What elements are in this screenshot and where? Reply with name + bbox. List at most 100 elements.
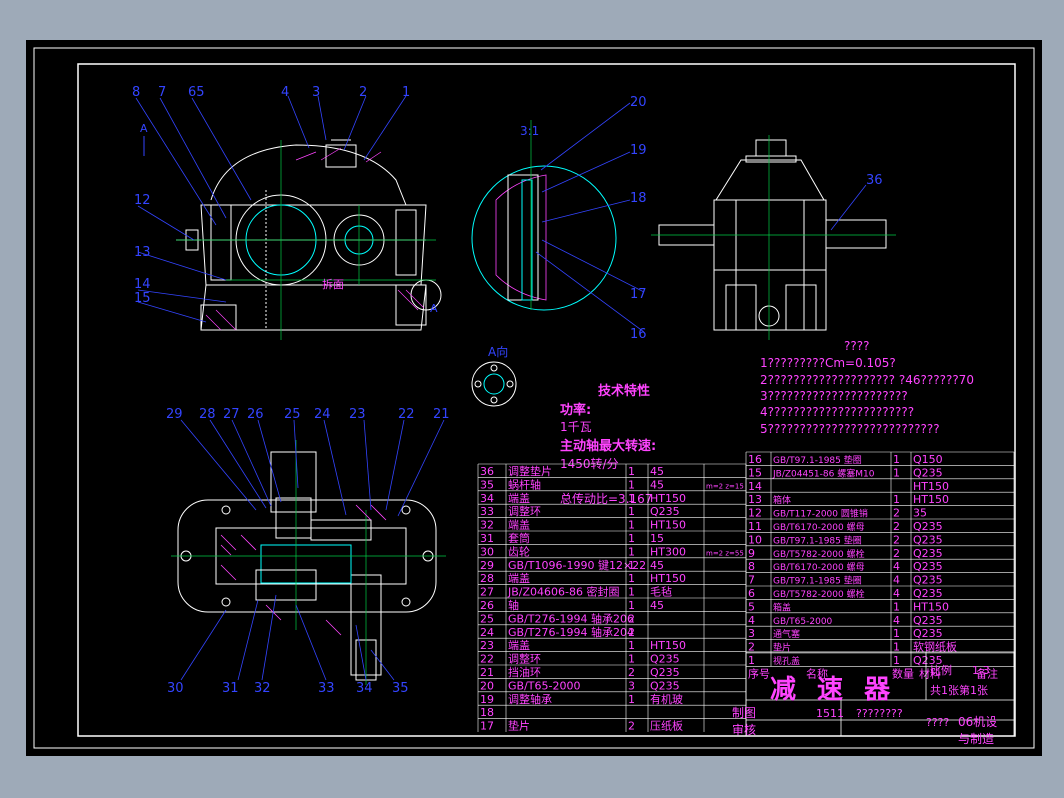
note-line-5: 5??????????????????????????? [760, 422, 940, 436]
bom-left-cell: 调整环 [508, 504, 541, 518]
bom-right-cell: 箱盖 [773, 601, 791, 613]
bom-left-cell: 1 [628, 559, 635, 572]
bom-right-cell: 箱体 [773, 494, 791, 506]
bom-left-cell: 2 [628, 720, 635, 733]
bom-left-cell: 23 [480, 639, 494, 652]
callout-31: 31 [222, 681, 239, 696]
callout-19: 19 [630, 143, 647, 158]
bom-left-cell: 1 [628, 653, 635, 666]
unit-name-2: 与制造 [958, 732, 994, 746]
bom-right-cell: 1 [893, 641, 900, 654]
bom-left-cell: m=2 z=15 [706, 482, 744, 490]
bom-right-cell: 4 [893, 560, 900, 573]
a-view: A向 [471, 344, 517, 407]
drawing-title: 减 速 器 [770, 675, 896, 705]
bom-left-cell: 3 [628, 679, 635, 692]
bom-right-cell: 13 [748, 493, 762, 506]
bom-right-cell: 4 [748, 614, 755, 627]
bom-left-cell: 垫片 [508, 719, 530, 733]
bom-left-cell: HT150 [650, 519, 686, 532]
bom-right-cell: 14 [748, 480, 762, 493]
callout-36: 36 [866, 173, 883, 188]
bom-left-cell: 调整环 [508, 652, 541, 666]
front-view [176, 139, 442, 331]
side-view-centerlines [651, 135, 896, 340]
front-callout-leaders [135, 95, 407, 323]
bom-header-name: 名称 [806, 666, 828, 680]
bom-left-cell: GB/T1096-1990 键12×22 [508, 558, 646, 572]
tech-power-value: 1千瓦 [560, 420, 592, 434]
bom-left-cell: 端盖 [508, 518, 530, 532]
bom-left-cell: GB/T276-1994 轴承206 [508, 611, 634, 625]
bom-left-cell: 33 [480, 505, 494, 518]
bom-left-cell: 31 [480, 532, 494, 545]
bom-right-cell: Q235 [913, 547, 943, 560]
bom-left-cell: 1 [628, 519, 635, 532]
bom-right-cell: Q150 [913, 453, 943, 466]
unit-name: 06机设 [958, 715, 997, 729]
bom-left-cell: JB/Z04606-86 密封圈 [507, 585, 620, 599]
bom-left-cell: 2 [628, 626, 635, 639]
bom-left-cell: 1 [628, 599, 635, 612]
bom-right-cell: Q235 [913, 587, 943, 600]
callout-27: 27 [223, 407, 240, 422]
outer-border [33, 47, 1035, 749]
bom-left-cell: 32 [480, 519, 494, 532]
class-name: ???? [926, 716, 950, 729]
callout-16: 16 [630, 327, 647, 342]
bom-right-cell: 2 [893, 547, 900, 560]
callout-18: 18 [630, 191, 647, 206]
bom-left-cell: 1 [628, 532, 635, 545]
bom-left-cell: 1 [628, 478, 635, 491]
bom-left-cell: Q235 [650, 653, 680, 666]
bom-left-cell: 17 [480, 720, 494, 733]
callout-14: 14 [134, 277, 151, 292]
bom-left-cell: 45 [650, 559, 664, 572]
bom-right-cell: GB/T65-2000 [773, 617, 833, 627]
bom-right-cell: GB/T97.1-1985 垫圈 [773, 575, 862, 587]
bom-left-cell: 毛毡 [650, 586, 672, 599]
top-view-hatching [220, 504, 387, 636]
bom-right-cell: Q235 [913, 574, 943, 587]
callout-33: 33 [318, 681, 335, 696]
bom-left-cell: 24 [480, 626, 494, 639]
bom-right-cell: GB/T117-2000 圆锥销 [773, 508, 868, 520]
callout-20: 20 [630, 95, 647, 110]
bom-left-cell: 45 [650, 478, 664, 491]
bom-left-cell: 1 [628, 693, 635, 706]
bom-left-cell: 齿轮 [508, 544, 530, 558]
bom-left-cell: 调整垫片 [508, 464, 552, 478]
tech-specs: 技术特性 功率: 1千瓦 主动轴最大转速: 1450转/分 总传动比=3.167 [560, 383, 656, 506]
top-view [177, 451, 437, 681]
scale-value: 1:3 [972, 664, 990, 677]
bom-right-cell: GB/T5782-2000 螺栓 [773, 548, 865, 560]
cad-drawing: 拆面 8 7 65 4 3 2 1 12 13 14 15 A A [33, 47, 1035, 749]
front-callouts: 8 7 65 4 3 2 1 12 13 14 15 A A [132, 85, 438, 315]
callout-3: 3 [312, 85, 320, 100]
bom-left-cell: 1 [628, 586, 635, 599]
bom-left-cell: 45 [650, 599, 664, 612]
tech-speed-label: 主动轴最大转速: [560, 438, 656, 454]
note-line-2: 2???????????????????? ?46??????70 [760, 373, 974, 387]
bom-left-cell: 30 [480, 545, 494, 558]
bom-header-note: 备注 [976, 666, 998, 680]
detail-view [471, 120, 617, 311]
callout-32: 32 [254, 681, 271, 696]
bom-left-cell: 调整轴承 [508, 692, 552, 706]
bom-right-cell: HT150 [913, 600, 949, 613]
bom-left-cell: 1 [628, 465, 635, 478]
checked-label: 审核 [732, 722, 756, 737]
bom-left-cell: 26 [480, 599, 494, 612]
bom-right-cell: 1 [748, 654, 755, 667]
bom-left-cell: HT150 [650, 492, 686, 505]
bom-right-cell: 9 [748, 547, 755, 560]
top-view-centerlines [171, 440, 446, 685]
bom-left-cell: 挡油环 [508, 665, 541, 679]
bom-left-cell: HT150 [650, 572, 686, 585]
bom-right-cell: 7 [748, 574, 755, 587]
callout-24: 24 [314, 407, 331, 422]
a-view-label: A向 [488, 344, 508, 359]
detail-leaders [535, 102, 645, 333]
bom-left-cell: 19 [480, 693, 494, 706]
callout-29: 29 [166, 407, 183, 422]
